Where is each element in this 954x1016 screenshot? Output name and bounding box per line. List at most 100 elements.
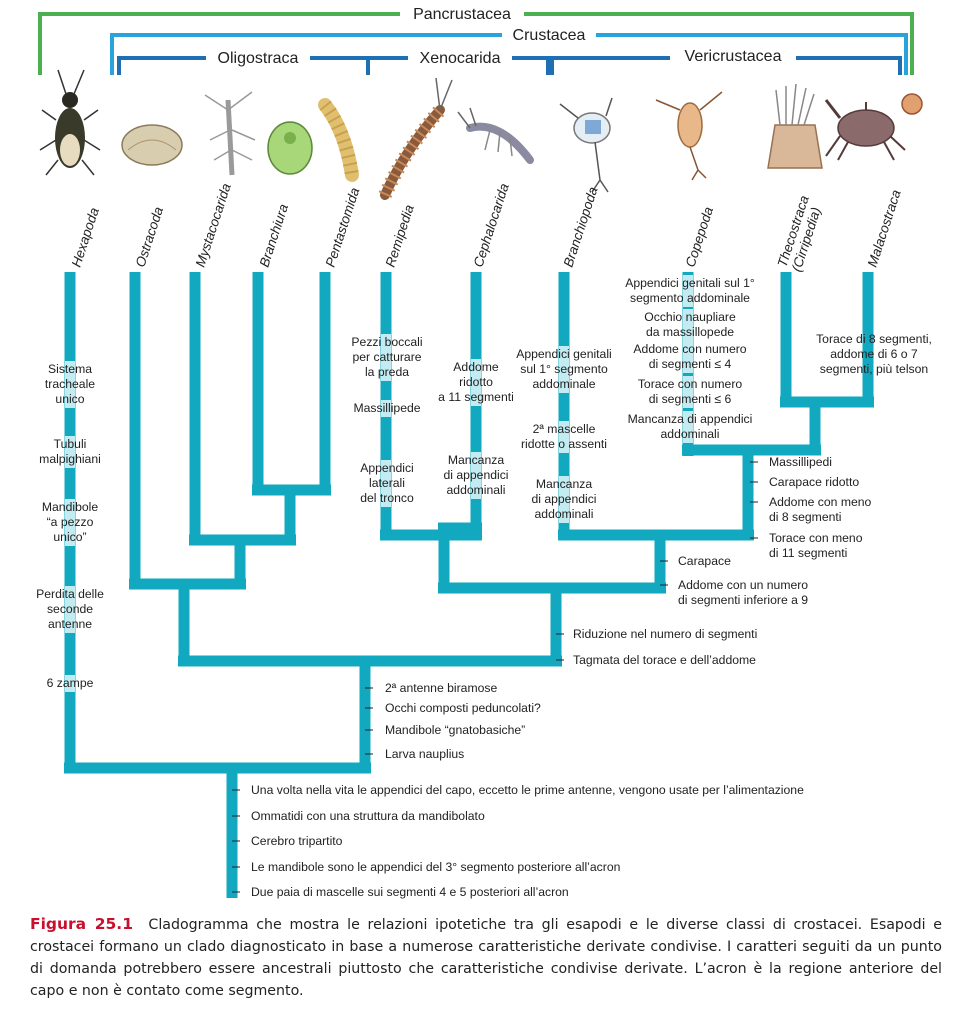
- branchiopod-icon: [559, 97, 613, 193]
- taxon-label-line: Branchiura: [257, 202, 292, 269]
- ostracod-icon: [121, 124, 183, 166]
- taxon-label-remipedia: Remipedia: [383, 202, 417, 268]
- character-line: Mandibole “gnatobasiche”: [385, 723, 525, 737]
- barnacle-icon: [767, 83, 823, 169]
- character-line: Mancanza: [448, 453, 504, 467]
- character-crustacea_node: Occhi composti peduncolati?: [385, 701, 541, 715]
- character-line: antenne: [48, 617, 92, 631]
- taxon-label-cephalocarida: Cephalocarida: [471, 181, 512, 269]
- character-line: Occhi composti peduncolati?: [385, 701, 541, 715]
- figure-caption-text: Cladogramma che mostra le relazioni ipot…: [30, 917, 942, 999]
- character-line: Sistema: [48, 362, 92, 376]
- character-mark: [471, 359, 481, 406]
- character-line: Addome con meno: [769, 495, 872, 509]
- character-line: da massillopede: [646, 325, 734, 339]
- character-line: Appendici genitali: [516, 347, 612, 361]
- taxon-label-mystacocarida: Mystacocarida: [193, 181, 234, 269]
- character-line: Una volta nella vita le appendici del ca…: [251, 783, 804, 797]
- taxon-label-line: Mystacocarida: [193, 181, 234, 269]
- character-line: di 11 segmenti: [769, 546, 847, 560]
- taxon-label-thecostraca: Thecostraca(Cirripedia): [775, 193, 827, 273]
- taxon-label-line: Ostracoda: [133, 205, 167, 269]
- beetle-icon: [39, 69, 101, 176]
- character-marks: [65, 275, 693, 692]
- character-line: seconde: [47, 602, 93, 616]
- character-line: 6 zampe: [47, 676, 94, 690]
- character-line: laterali: [369, 476, 405, 490]
- taxon-label-copepoda: Copepoda: [683, 205, 717, 269]
- figure-label: Figura 25.1: [30, 915, 133, 933]
- character-line: Cerebro tripartito: [251, 834, 343, 848]
- character-mark: [559, 346, 569, 393]
- character-line: Addome con un numero: [678, 578, 808, 592]
- taxon-label-line: Hexapoda: [69, 205, 102, 269]
- character-line: addominali: [535, 507, 594, 521]
- taxon-label-line: Malacostraca: [865, 187, 904, 268]
- character-line: Carapace: [678, 554, 731, 568]
- taxon-label-malacostraca: Malacostraca: [865, 187, 904, 268]
- character-line: Tagmata del torace e dell’addome: [573, 653, 756, 667]
- cephalocarid-icon: [457, 107, 534, 164]
- cladogram: Pancrustacea Crustacea Oligostraca Xenoc…: [36, 4, 932, 899]
- character-line: sul 1° segmento: [520, 362, 608, 376]
- character-line: tracheale: [45, 377, 95, 391]
- copepod-icon: [655, 91, 723, 181]
- character-line: Due paia di mascelle sui segmenti 4 e 5 …: [251, 885, 569, 899]
- taxon-label-line: Branchiopoda: [561, 185, 601, 269]
- character-line: Riduzione nel numero di segmenti: [573, 627, 757, 641]
- character-mark: [559, 476, 569, 523]
- character-root: Ommatidi con una struttura da mandibolat…: [251, 809, 485, 823]
- character-mark: [683, 411, 693, 443]
- character-line: Addome con numero: [633, 342, 746, 356]
- character-line: addome di 6 o 7: [830, 347, 918, 361]
- character-line: “a pezzo: [47, 515, 94, 529]
- character-root: Due paia di mascelle sui segmenti 4 e 5 …: [251, 885, 569, 899]
- character-line: Massillipedi: [769, 455, 832, 469]
- character-line: 2ª antenne biramose: [385, 681, 497, 695]
- oligostraca-label: Oligostraca: [218, 50, 299, 67]
- pancrustacea-label: Pancrustacea: [413, 6, 511, 23]
- taxon-label-line: Cephalocarida: [471, 181, 512, 269]
- character-line: a 11 segmenti: [438, 390, 514, 404]
- character-line: Torace di 8 segmenti,: [816, 332, 932, 346]
- taxon-label-line: Copepoda: [683, 205, 717, 269]
- character-root: Una volta nella vita le appendici del ca…: [251, 783, 804, 797]
- character-crustacea_node: 2ª antenne biramose: [385, 681, 497, 695]
- character-line: Perdita delle: [36, 587, 104, 601]
- character-line: Appendici: [360, 461, 414, 475]
- taxon-label-branchiopoda: Branchiopoda: [561, 185, 601, 269]
- character-crustacea_node: Mandibole “gnatobasiche”: [385, 723, 525, 737]
- character-oligo_rest_node: Riduzione nel numero di segmenti: [573, 627, 757, 641]
- character-mark: [381, 460, 391, 507]
- taxon-label-line: Remipedia: [383, 202, 417, 268]
- character-line: Occhio naupliare: [644, 310, 736, 324]
- character-line: ridotto: [459, 375, 493, 389]
- character-line: di segmenti ≤ 4: [649, 357, 732, 371]
- xenocarida-label: Xenocarida: [420, 50, 501, 67]
- character-line: Appendici genitali sul 1°: [625, 276, 755, 290]
- character-xeno_veri_node: Carapace: [678, 554, 731, 568]
- character-line: del tronco: [360, 491, 414, 505]
- character-line: di appendici: [443, 468, 508, 482]
- remipede-icon: [378, 77, 453, 200]
- character-line: Pezzi boccali: [351, 335, 422, 349]
- character-line: Addome: [453, 360, 499, 374]
- character-mark: [471, 452, 481, 499]
- character-mark: [65, 436, 75, 468]
- character-line: Mandibole: [42, 500, 98, 514]
- character-line: addominali: [661, 427, 720, 441]
- character-mark: [683, 376, 693, 408]
- character-copepoda: Appendici genitali sul 1°segmento addomi…: [625, 276, 755, 305]
